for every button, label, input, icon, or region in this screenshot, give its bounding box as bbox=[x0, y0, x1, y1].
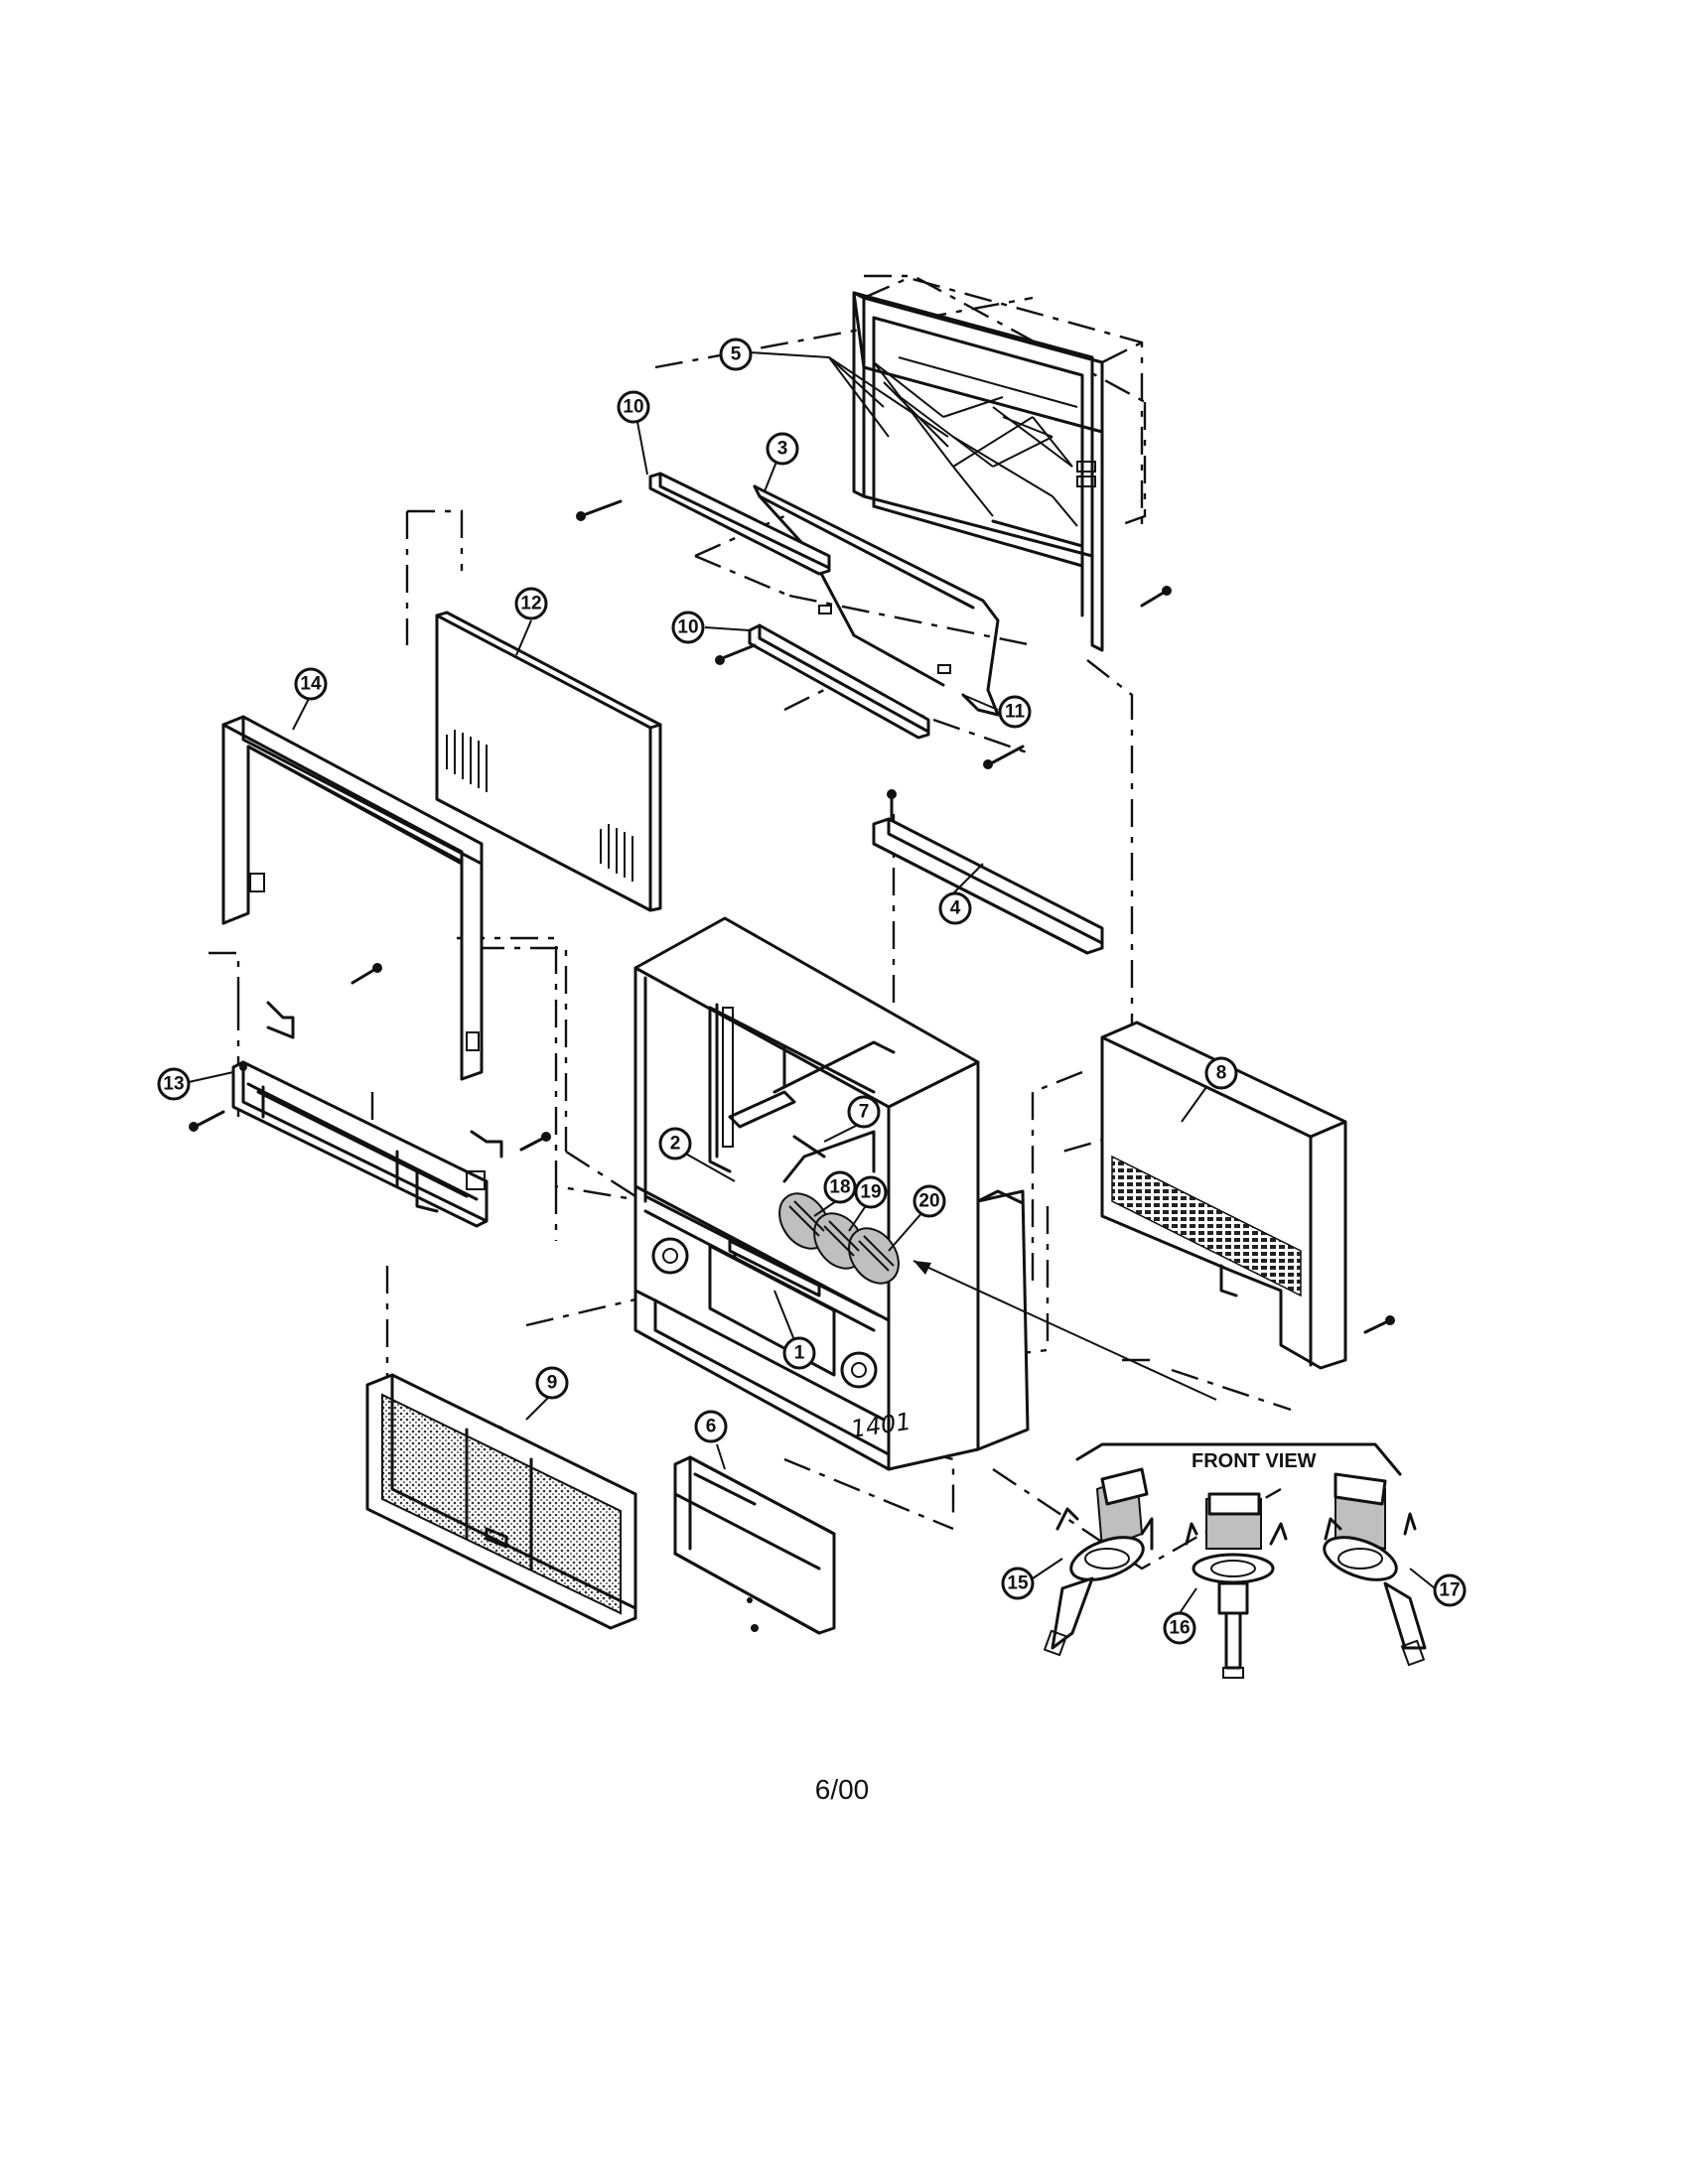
part-11-screw bbox=[983, 745, 1025, 769]
part-3-mirror-panel bbox=[753, 484, 1000, 717]
svg-text:7: 7 bbox=[859, 1102, 870, 1123]
callout-20: 20 bbox=[912, 1184, 946, 1218]
crt-tube-17 bbox=[1323, 1472, 1427, 1667]
callout-2: 2 bbox=[658, 1127, 692, 1160]
svg-text:6: 6 bbox=[706, 1417, 717, 1437]
callout-13: 13 bbox=[157, 1067, 191, 1101]
svg-text:17: 17 bbox=[1439, 1580, 1460, 1601]
crt-tube-16 bbox=[1185, 1492, 1288, 1679]
front-view-arrow bbox=[912, 1260, 1217, 1401]
front-view-group: FRONT VIEW bbox=[1043, 1442, 1427, 1679]
svg-text:9: 9 bbox=[547, 1373, 558, 1394]
part-9-front-grille bbox=[365, 1373, 637, 1630]
callout-10-upper: 10 bbox=[617, 390, 650, 424]
svg-text:20: 20 bbox=[918, 1191, 939, 1212]
callout-9: 9 bbox=[535, 1366, 569, 1400]
callout-8: 8 bbox=[1204, 1056, 1238, 1090]
callout-11: 11 bbox=[998, 695, 1032, 729]
svg-text:16: 16 bbox=[1169, 1618, 1190, 1639]
svg-text:4: 4 bbox=[950, 898, 961, 919]
callout-19: 19 bbox=[854, 1175, 888, 1209]
svg-text:11: 11 bbox=[1005, 702, 1026, 723]
svg-text:2: 2 bbox=[670, 1134, 681, 1155]
svg-text:3: 3 bbox=[777, 439, 788, 460]
svg-text:19: 19 bbox=[860, 1182, 881, 1203]
footer-date: 6/00 bbox=[815, 1774, 870, 1805]
crt-tube-15 bbox=[1043, 1467, 1154, 1657]
svg-text:10: 10 bbox=[677, 617, 698, 638]
part-14-screen-frame bbox=[221, 715, 484, 1081]
part-6-bottom-box bbox=[673, 1455, 836, 1635]
callout-15: 15 bbox=[1001, 1567, 1035, 1600]
svg-text:10: 10 bbox=[623, 397, 643, 418]
svg-text:1: 1 bbox=[794, 1343, 805, 1364]
callout-6: 6 bbox=[694, 1410, 728, 1443]
callout-12: 12 bbox=[514, 587, 548, 620]
part-8-rear-cover bbox=[1100, 1021, 1395, 1370]
callout-17: 17 bbox=[1433, 1573, 1467, 1607]
svg-text:14: 14 bbox=[300, 674, 322, 695]
callout-16: 16 bbox=[1163, 1611, 1196, 1645]
main-cabinet bbox=[633, 916, 1030, 1632]
svg-text:8: 8 bbox=[1216, 1063, 1227, 1084]
svg-text:5: 5 bbox=[731, 344, 742, 365]
part-4-duct bbox=[872, 789, 1104, 955]
svg-text:18: 18 bbox=[829, 1177, 850, 1198]
callout-4: 4 bbox=[938, 891, 972, 925]
part-13-base-trim bbox=[189, 963, 551, 1228]
part-12-screen-panel bbox=[435, 611, 662, 912]
callout-3: 3 bbox=[766, 432, 799, 466]
callout-7: 7 bbox=[847, 1095, 881, 1129]
callout-14: 14 bbox=[294, 667, 328, 701]
part-10-lower-bracket bbox=[715, 623, 930, 740]
callout-10-lower: 10 bbox=[671, 611, 705, 644]
callout-1: 1 bbox=[782, 1336, 816, 1370]
callout-18: 18 bbox=[823, 1170, 857, 1204]
part-10-upper-bracket bbox=[576, 472, 831, 576]
svg-text:15: 15 bbox=[1007, 1573, 1029, 1594]
callout-5: 5 bbox=[719, 338, 753, 371]
part-5-mirror-frame bbox=[852, 276, 1172, 652]
svg-text:12: 12 bbox=[520, 594, 541, 614]
svg-text:13: 13 bbox=[163, 1074, 184, 1095]
front-view-label: FRONT VIEW bbox=[1192, 1450, 1317, 1472]
